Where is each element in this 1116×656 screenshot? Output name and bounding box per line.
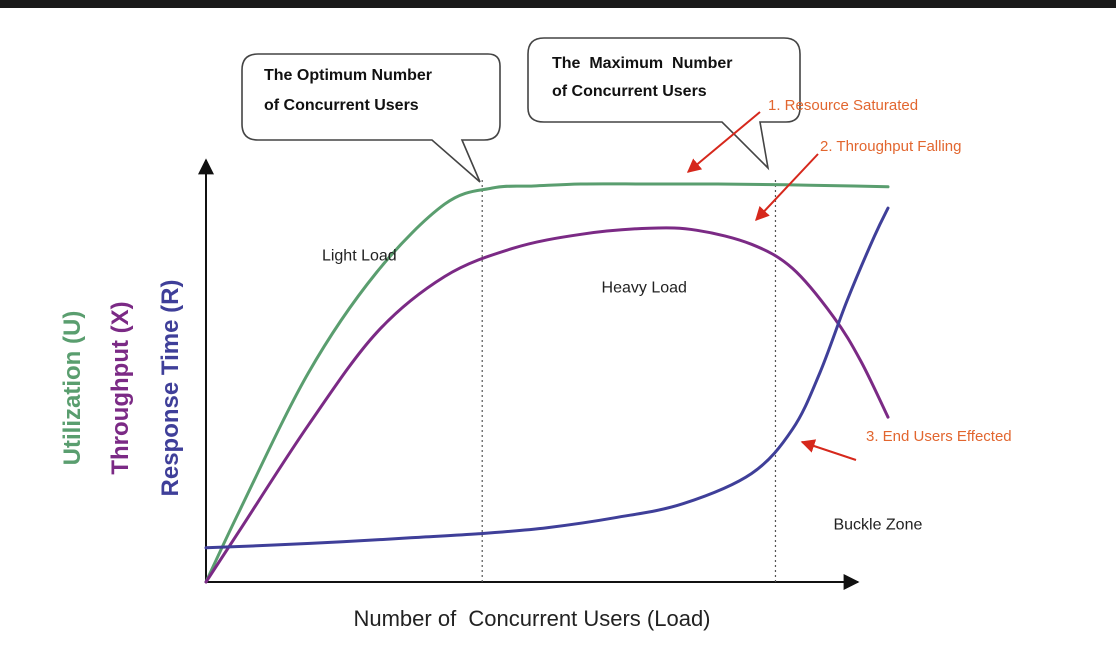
x-axis-title: Number of Concurrent Users (Load)	[353, 606, 710, 631]
vertical-boundaries	[481, 178, 777, 582]
series-line-0	[204, 182, 890, 584]
callout-optimum-line-2: of Concurrent Users	[264, 97, 419, 114]
annotation-throughput-falling-arrow	[755, 153, 819, 222]
callout-maximum-line-1: The Maximum Number	[552, 55, 732, 72]
series-line-1	[204, 226, 890, 584]
top-border	[0, 0, 1116, 8]
series-line-2	[204, 206, 890, 550]
y-axis-title-0: Utilization (U)	[59, 311, 86, 466]
annotation-end-users-effected: 3. End Users Effected	[800, 428, 1012, 461]
callout-maximum-line-2: of Concurrent Users	[552, 83, 707, 100]
callout-maximum-bubble	[527, 37, 801, 171]
annotation-resource-saturated-label: 1. Resource Saturated	[768, 97, 918, 114]
annotation-resource-saturated-arrow	[686, 111, 761, 173]
annotation-end-users-effected-arrow	[800, 439, 857, 461]
series-group	[204, 182, 890, 584]
callout-optimum-bubble	[241, 53, 501, 183]
region-label-2: Buckle Zone	[833, 517, 922, 534]
region-label-1: Heavy Load	[602, 280, 687, 297]
callout-optimum: The Optimum Number of Concurrent Users	[241, 53, 501, 183]
region-label-0: Light Load	[322, 247, 397, 264]
callout-maximum: The Maximum Number of Concurrent Users	[527, 37, 801, 171]
y-axis-title-2: Response Time (R)	[157, 280, 184, 497]
annotation-throughput-falling-label: 2. Throughput Falling	[820, 138, 961, 155]
y-axis-titles: Utilization (U) Throughput (X) Response Ti…	[59, 280, 184, 497]
annotation-end-users-effected-label: 3. End Users Effected	[866, 428, 1012, 445]
annotation-throughput-falling: 2. Throughput Falling	[755, 138, 961, 222]
callout-optimum-line-1: The Optimum Number	[264, 67, 432, 84]
annotation-resource-saturated: 1. Resource Saturated	[686, 97, 918, 173]
y-axis-title-1: Throughput (X)	[107, 301, 134, 474]
